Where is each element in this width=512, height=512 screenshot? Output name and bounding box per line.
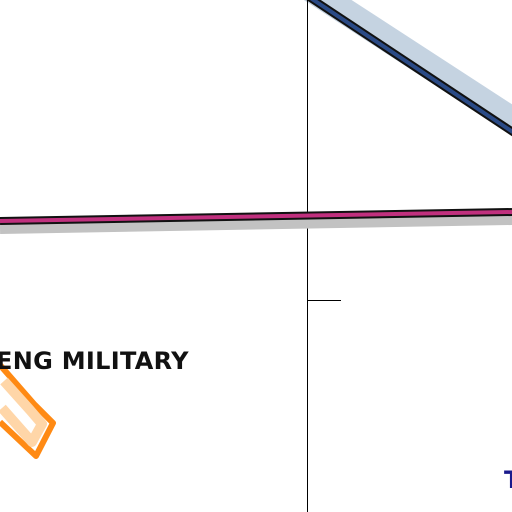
- blue-road-halo: [303, 0, 512, 136]
- blue-road-casing: [306, 0, 512, 137]
- blue-road: [309, 0, 512, 134]
- main-road: [0, 210, 512, 223]
- military-area-boundary-inner: [0, 377, 47, 447]
- military-area-boundary: [0, 363, 56, 459]
- military-area-label: ENG MILITARY: [0, 347, 189, 375]
- map-edge-label: T: [504, 466, 512, 494]
- main-road-shadow: [0, 213, 512, 234]
